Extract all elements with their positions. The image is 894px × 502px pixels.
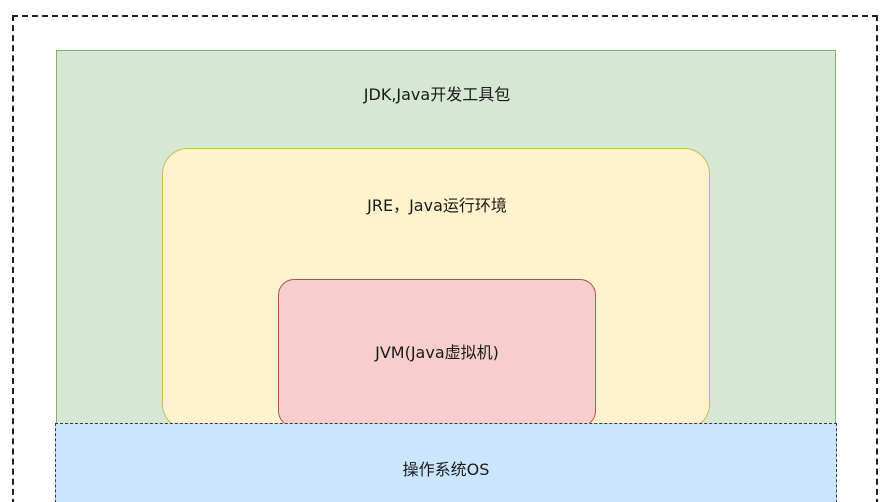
outer-dashed-frame	[12, 15, 878, 502]
os-label: 操作系统OS	[402, 460, 490, 479]
jre-label: JRE，Java运行环境	[367, 196, 507, 215]
os-box	[55, 423, 837, 502]
jdk-label: JDK,Java开发工具包	[363, 85, 511, 104]
jvm-label: JVM(Java虚拟机)	[375, 343, 499, 362]
